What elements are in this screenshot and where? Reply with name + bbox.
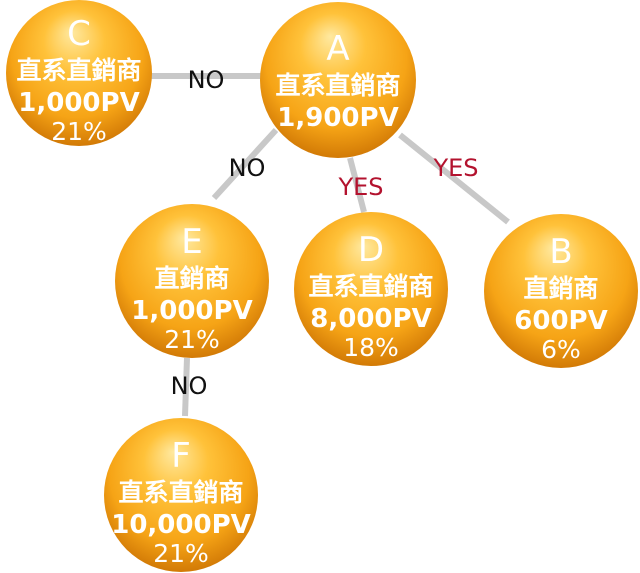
edge-label-a-c: NO: [188, 66, 225, 94]
edge-label-e-f: NO: [171, 372, 208, 400]
node-sphere: [484, 214, 638, 368]
node-role: 直系直銷商: [308, 272, 433, 301]
node-percent: 6%: [541, 335, 581, 364]
node-pv: 1,900PV: [277, 103, 398, 133]
node-role: 直系直銷商: [118, 478, 243, 507]
node-pv: 600PV: [514, 306, 607, 336]
node-sphere: [104, 418, 258, 572]
connector-a-b: [398, 132, 510, 225]
node-pv: 10,000PV: [111, 510, 251, 540]
node-percent: 21%: [51, 117, 107, 146]
node-sphere: [294, 212, 448, 366]
node-role: 直銷商: [523, 274, 598, 303]
node-role: 直銷商: [154, 264, 229, 293]
node-id: C: [67, 14, 91, 54]
node-percent: 21%: [153, 539, 209, 568]
node-id: E: [181, 222, 202, 262]
node-sphere: [6, 0, 152, 146]
node-sphere: [260, 2, 416, 158]
node-sphere: [115, 204, 269, 358]
node-role: 直系直銷商: [275, 71, 400, 100]
edge-label-a-e: NO: [229, 154, 266, 182]
node-id: A: [326, 29, 349, 69]
connector-a-d: [347, 157, 367, 213]
node-percent: 18%: [343, 333, 399, 362]
connector-e-f: [182, 357, 190, 417]
edge-label-a-b: YES: [432, 154, 478, 182]
edge-label-a-d: YES: [337, 173, 383, 201]
node-pv: 8,000PV: [310, 304, 431, 334]
node-id: D: [358, 230, 384, 270]
node-pv: 1,000PV: [131, 296, 252, 326]
node-id: F: [171, 436, 191, 476]
node-id: B: [549, 232, 572, 272]
node-percent: 21%: [164, 325, 220, 354]
connector-a-e: [211, 127, 279, 201]
node-pv: 1,000PV: [18, 88, 139, 118]
node-role: 直系直銷商: [16, 56, 141, 85]
